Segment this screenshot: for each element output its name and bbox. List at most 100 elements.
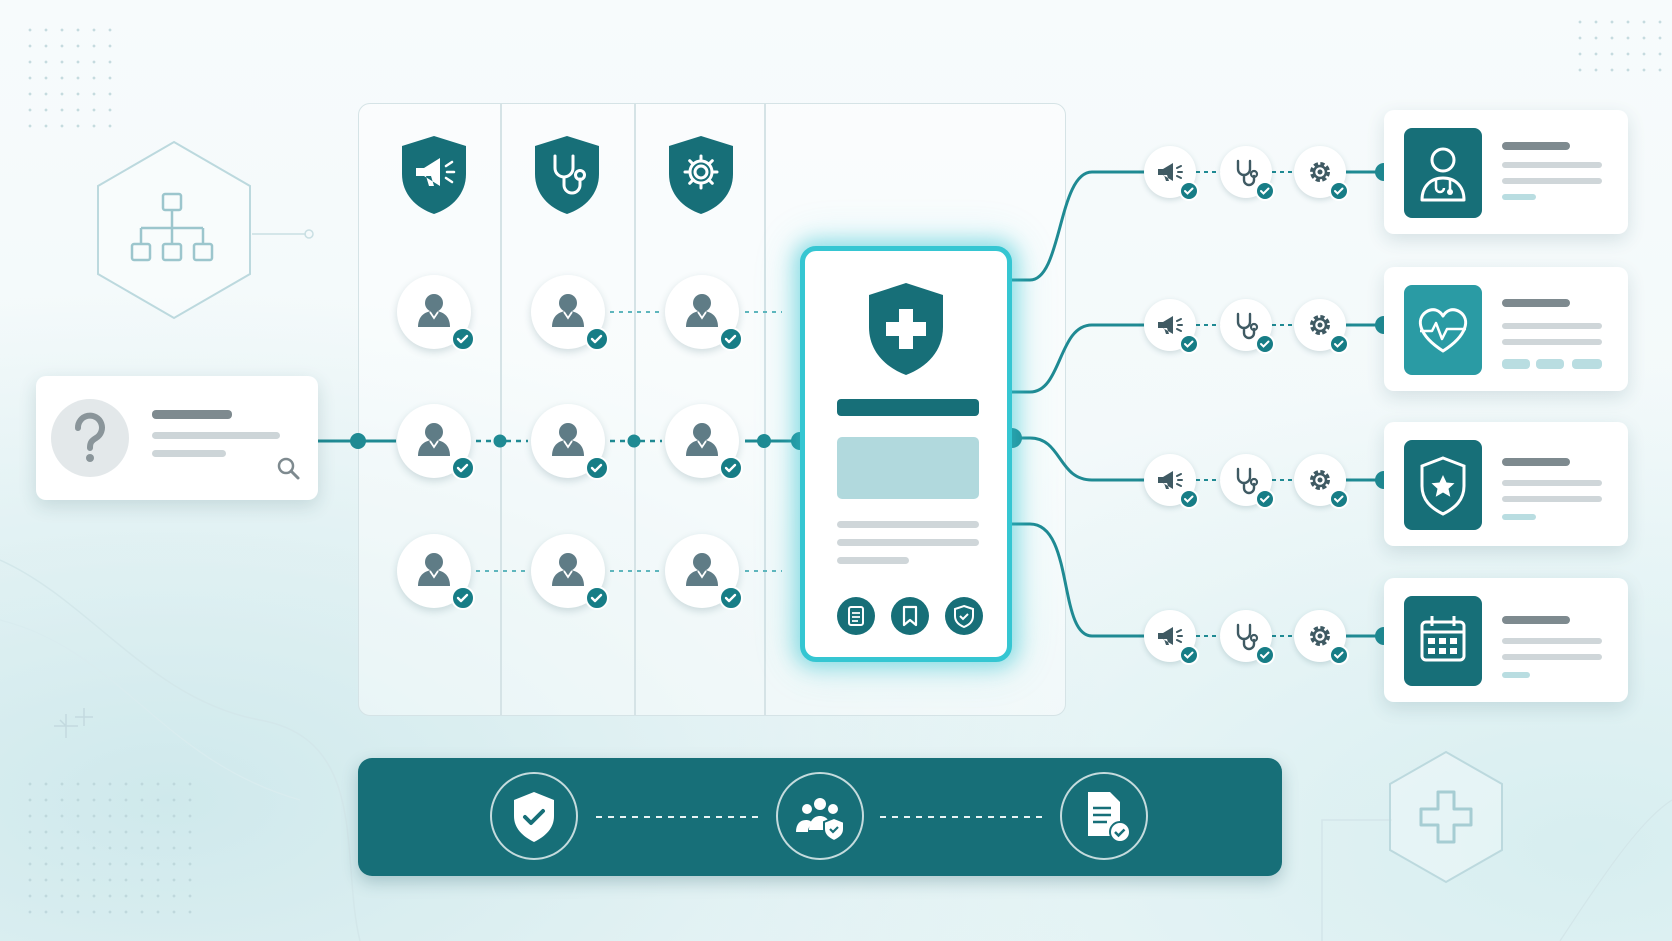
- result-line: [1502, 178, 1602, 184]
- doctor-icon: [1404, 128, 1482, 218]
- person-icon: [418, 294, 450, 327]
- result-line: [1502, 299, 1570, 307]
- search-icon[interactable]: [276, 456, 302, 482]
- stethoscope-icon[interactable]: [1220, 610, 1275, 665]
- dot-pattern-bottom-left: [22, 776, 202, 916]
- document-icon[interactable]: [837, 597, 875, 635]
- document-check-icon[interactable]: [1060, 772, 1148, 860]
- check-badge-icon: [585, 327, 609, 351]
- check-badge-icon: [585, 456, 609, 480]
- result-tag: [1572, 359, 1602, 369]
- result-card-calendar[interactable]: [1384, 578, 1628, 702]
- medical-cross-icon: [1389, 750, 1503, 884]
- person-node[interactable]: [531, 534, 609, 610]
- person-icon: [686, 553, 718, 586]
- column-divider: [634, 104, 636, 715]
- app-text-line: [837, 521, 979, 528]
- result-tag: [1502, 359, 1530, 369]
- column-divider: [500, 104, 502, 715]
- result-line: [1502, 654, 1602, 660]
- check-badge-icon: [1179, 645, 1199, 665]
- result-tag: [1536, 359, 1564, 369]
- check-badge-icon: [1255, 334, 1275, 354]
- check-badge-icon: [1329, 334, 1349, 354]
- check-badge-icon: [1255, 181, 1275, 201]
- check-badge-icon: [585, 586, 609, 610]
- app-text-line: [837, 539, 979, 546]
- shield-check-icon[interactable]: [945, 597, 983, 635]
- gear-icon[interactable]: [1294, 610, 1349, 665]
- dot-pattern-top-left: [22, 22, 112, 132]
- person-node[interactable]: [397, 275, 475, 351]
- result-card-star[interactable]: [1384, 422, 1628, 546]
- person-node[interactable]: [665, 404, 743, 480]
- medical-cross-shield-icon: [869, 283, 943, 375]
- check-badge-icon: [1329, 645, 1349, 665]
- megaphone-shield-icon: [402, 136, 466, 214]
- gear-icon[interactable]: [1294, 454, 1349, 509]
- person-node[interactable]: [531, 275, 609, 351]
- person-icon: [552, 423, 584, 456]
- query-line: [152, 410, 232, 419]
- stethoscope-shield-icon: [535, 136, 599, 214]
- team-shield-icon[interactable]: [776, 772, 864, 860]
- megaphone-icon[interactable]: [1144, 454, 1199, 509]
- check-badge-icon: [1179, 489, 1199, 509]
- person-node[interactable]: [665, 534, 743, 610]
- query-card[interactable]: [36, 376, 318, 500]
- person-node[interactable]: [397, 404, 475, 480]
- app-title-bar: [837, 399, 979, 416]
- result-line: [1502, 616, 1570, 624]
- person-icon: [418, 423, 450, 456]
- footer-process-bar: [358, 758, 1282, 876]
- result-line: [1502, 323, 1602, 329]
- heart-pulse-icon: [1404, 285, 1482, 375]
- stethoscope-icon[interactable]: [1220, 146, 1275, 201]
- app-text-line: [837, 557, 909, 564]
- shield-check-icon[interactable]: [490, 772, 578, 860]
- gear-icon[interactable]: [1294, 146, 1349, 201]
- result-card-doctor[interactable]: [1384, 110, 1628, 234]
- person-icon: [686, 294, 718, 327]
- check-badge-icon: [1179, 181, 1199, 201]
- person-node[interactable]: [531, 404, 609, 480]
- check-badge-icon: [451, 586, 475, 610]
- bookmark-icon[interactable]: [891, 597, 929, 635]
- person-node[interactable]: [397, 534, 475, 610]
- check-badge-icon: [451, 327, 475, 351]
- result-card-heart[interactable]: [1384, 267, 1628, 391]
- check-badge-icon: [1179, 334, 1199, 354]
- person-node[interactable]: [665, 275, 743, 351]
- gear-icon[interactable]: [1294, 299, 1349, 354]
- result-line: [1502, 672, 1530, 678]
- question-mark-icon: [51, 399, 129, 477]
- megaphone-icon[interactable]: [1144, 610, 1199, 665]
- footer-dashed-line: [596, 816, 1048, 818]
- result-line: [1502, 339, 1602, 345]
- megaphone-icon[interactable]: [1144, 146, 1199, 201]
- megaphone-icon[interactable]: [1144, 299, 1199, 354]
- hierarchy-icon: [97, 140, 251, 320]
- result-line: [1502, 496, 1602, 502]
- column-divider: [764, 104, 766, 715]
- calendar-icon: [1404, 596, 1482, 686]
- central-app-card[interactable]: [800, 246, 1012, 662]
- check-badge-icon: [1329, 489, 1349, 509]
- person-icon: [418, 553, 450, 586]
- result-line: [1502, 162, 1602, 168]
- query-line: [152, 450, 226, 457]
- stethoscope-icon[interactable]: [1220, 299, 1275, 354]
- person-icon: [686, 423, 718, 456]
- result-line: [1502, 638, 1602, 644]
- check-badge-icon: [451, 456, 475, 480]
- dot-pattern-top-right: [1572, 14, 1662, 84]
- check-badge-icon: [719, 586, 743, 610]
- result-line: [1502, 514, 1536, 520]
- query-line: [152, 432, 280, 439]
- gear-shield-icon: [669, 136, 733, 214]
- stethoscope-icon[interactable]: [1220, 454, 1275, 509]
- result-line: [1502, 458, 1570, 466]
- check-badge-icon: [1329, 181, 1349, 201]
- check-badge-icon: [1255, 645, 1275, 665]
